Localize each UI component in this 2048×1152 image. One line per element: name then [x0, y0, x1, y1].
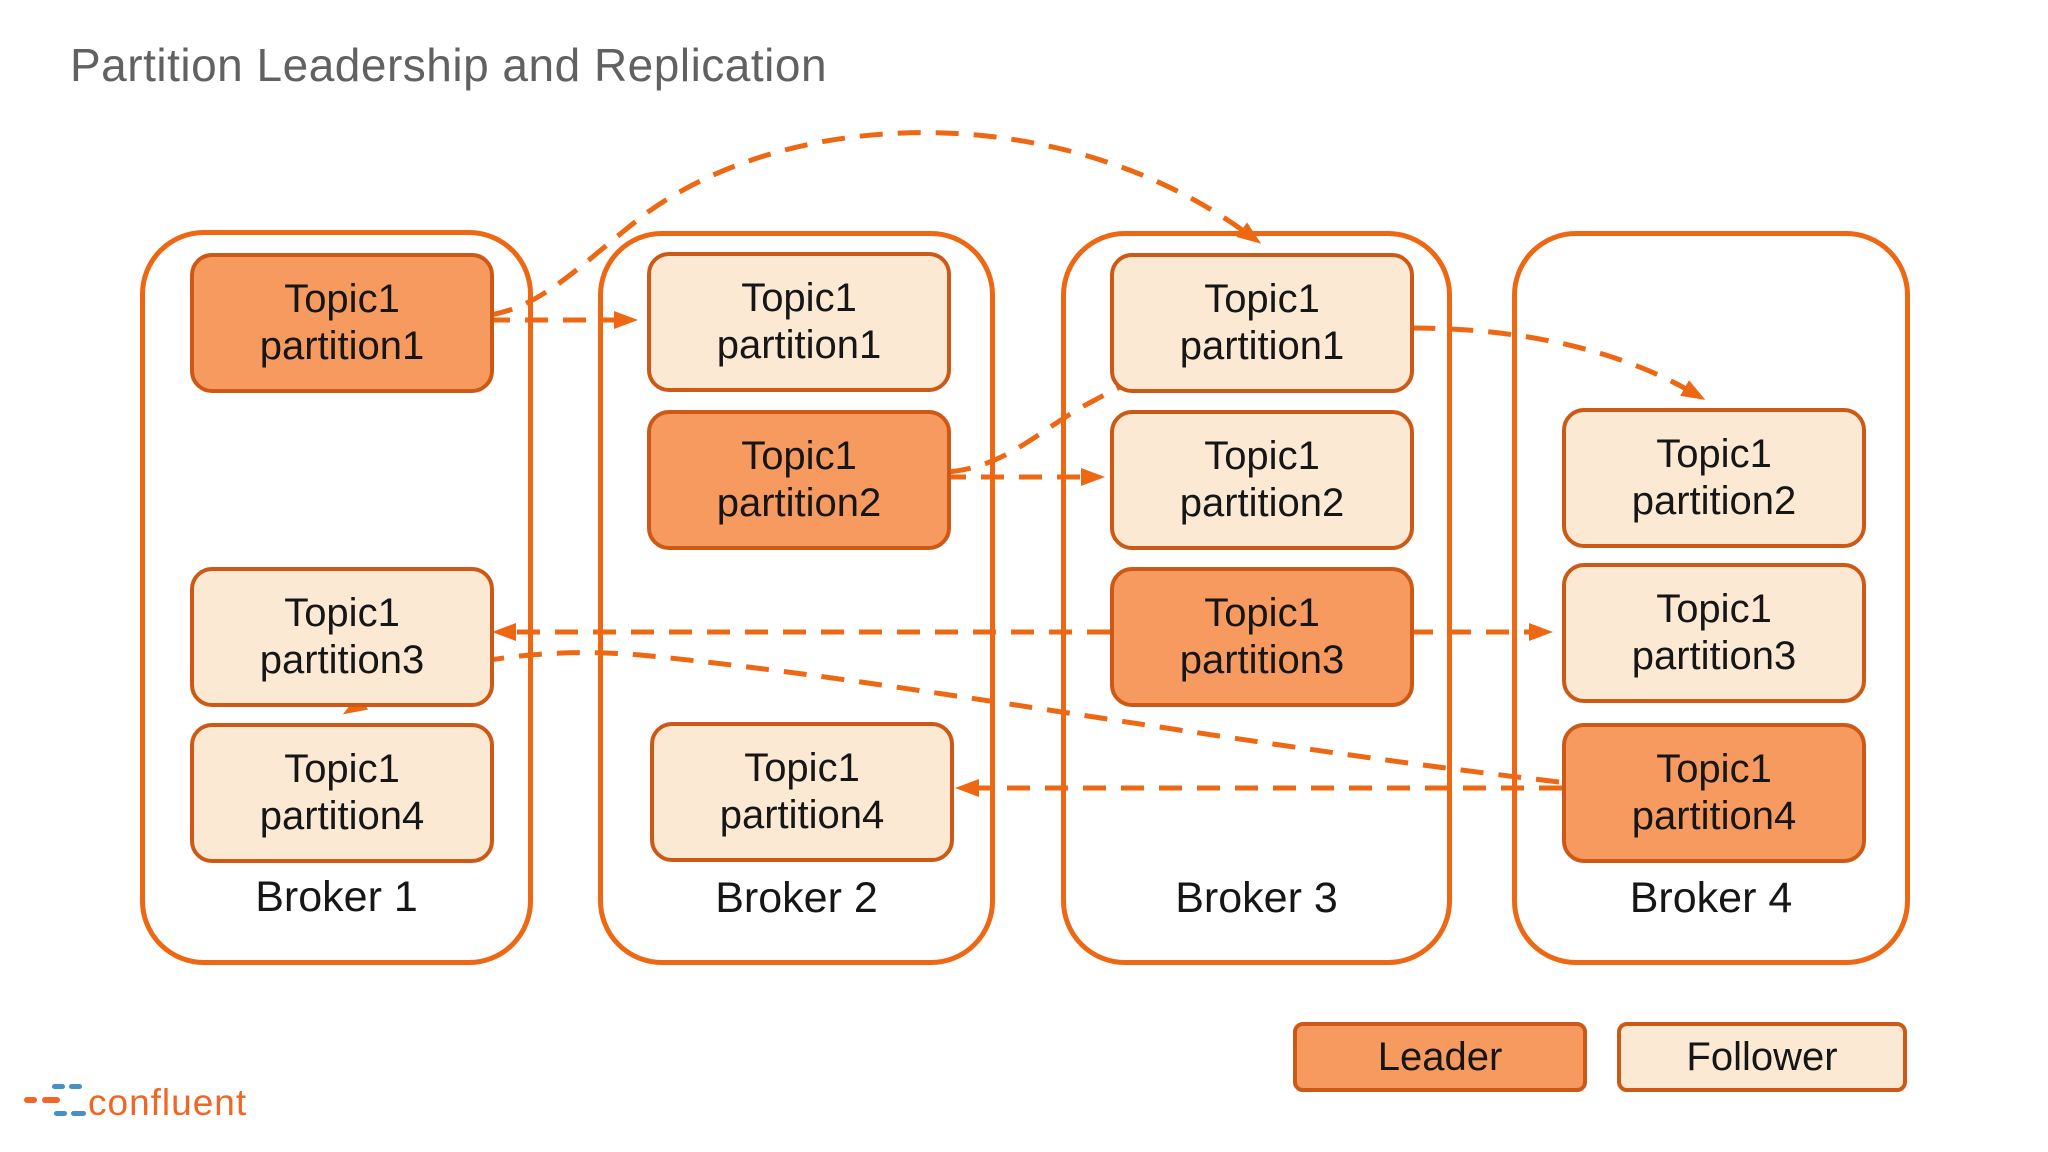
partition-topic: Topic1 — [284, 276, 400, 321]
partition-box-broker1-partition1: Topic1 partition1 — [190, 253, 494, 393]
partition-topic: Topic1 — [1656, 586, 1772, 631]
partition-name: partition4 — [1631, 794, 1797, 838]
partition-box-broker3-partition3: Topic1 partition3 — [1110, 567, 1414, 707]
partition-box-broker3-partition2: Topic1 partition2 — [1110, 410, 1414, 550]
partition-topic: Topic1 — [1204, 433, 1320, 478]
partition-topic: Topic1 — [1656, 431, 1772, 476]
partition-box-broker1-partition4: Topic1 partition4 — [190, 723, 494, 863]
partition-name: partition1 — [716, 323, 882, 367]
broker-label: Broker 2 — [715, 874, 878, 922]
partition-name: partition4 — [259, 794, 425, 838]
partition-name: partition2 — [1179, 481, 1345, 525]
broker-label: Broker 3 — [1175, 874, 1338, 922]
partition-name: partition3 — [1179, 638, 1345, 682]
confluent-logo-icon — [24, 1080, 88, 1120]
broker-label: Broker 4 — [1629, 874, 1793, 922]
partition-topic: Topic1 — [284, 746, 400, 791]
partition-topic: Topic1 — [744, 745, 860, 790]
partition-box-broker4-partition2: Topic1 partition2 — [1562, 408, 1866, 548]
partition-box-broker4-partition3: Topic1 partition3 — [1562, 563, 1866, 703]
legend-follower: Follower — [1617, 1022, 1907, 1092]
partition-topic: Topic1 — [741, 433, 857, 478]
broker-label: Broker 1 — [255, 873, 418, 921]
confluent-logo-text: confluent — [88, 1082, 248, 1123]
partition-box-broker3-partition1: Topic1 partition1 — [1110, 253, 1414, 393]
partition-name: partition2 — [716, 481, 882, 525]
partition-topic: Topic1 — [1204, 590, 1320, 635]
partition-name: partition3 — [1631, 634, 1797, 678]
legend-leader-label: Leader — [1377, 1034, 1503, 1079]
confluent-logo: confluent — [24, 1080, 284, 1136]
partition-name: partition2 — [1631, 479, 1797, 523]
legend-leader: Leader — [1293, 1022, 1587, 1092]
partition-topic: Topic1 — [741, 275, 857, 320]
broker-1: Topic1 partition1 Topic1 partition3 Topi… — [140, 230, 533, 965]
partition-topic: Topic1 — [1656, 746, 1772, 791]
partition-name: partition4 — [719, 793, 885, 837]
partition-box-broker4-partition4: Topic1 partition4 — [1562, 723, 1866, 863]
partition-topic: Topic1 — [1204, 276, 1320, 321]
partition-name: partition1 — [1179, 324, 1345, 368]
page-title: Partition Leadership and Replication — [70, 39, 828, 91]
partition-box-broker1-partition3: Topic1 partition3 — [190, 567, 494, 707]
partition-box-broker2-partition4: Topic1 partition4 — [650, 722, 954, 862]
partition-name: partition1 — [259, 324, 425, 368]
partition-box-broker2-partition1: Topic1 partition1 — [647, 252, 951, 392]
broker-2: Topic1 partition1 Topic1 partition2 Topi… — [598, 231, 995, 965]
partition-topic: Topic1 — [284, 590, 400, 635]
broker-4: Topic1 partition2 Topic1 partition3 Topi… — [1512, 231, 1910, 965]
legend-follower-label: Follower — [1686, 1034, 1838, 1079]
partition-box-broker2-partition2: Topic1 partition2 — [647, 410, 951, 550]
broker-3: Topic1 partition1 Topic1 partition2 Topi… — [1061, 231, 1452, 965]
partition-name: partition3 — [259, 638, 425, 682]
